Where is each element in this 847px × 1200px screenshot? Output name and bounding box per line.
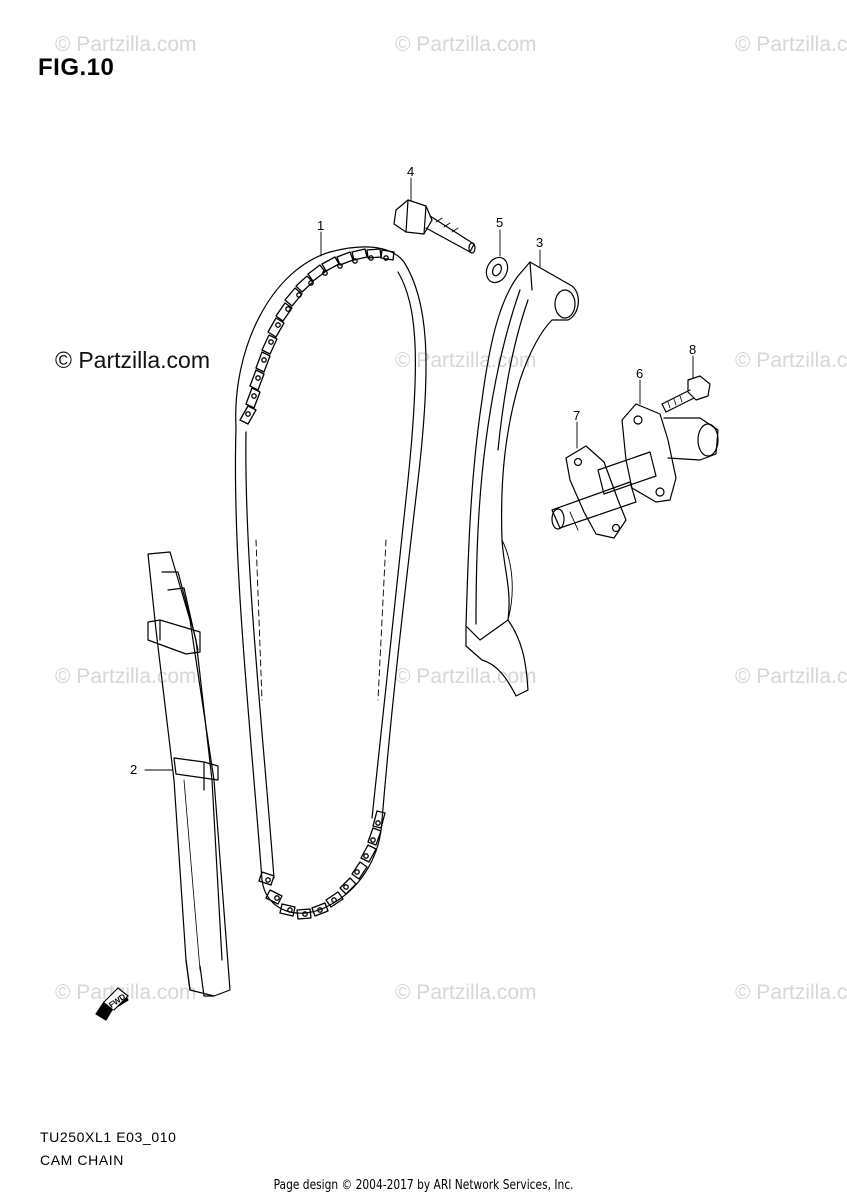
callout-3: 3	[536, 235, 543, 250]
washer[interactable]	[482, 254, 511, 286]
cam-chain-guide-front[interactable]	[147, 551, 231, 997]
watermark: © Partzilla.com	[735, 349, 847, 372]
cam-chain-tensioner-arm[interactable]	[465, 261, 579, 697]
callout-5: 5	[496, 215, 503, 230]
tensioner-gasket[interactable]	[565, 445, 627, 539]
forward-arrow	[95, 987, 129, 1021]
callout-6: 6	[636, 366, 643, 381]
watermark: © Partzilla.com	[395, 33, 537, 56]
callout-7: 7	[573, 408, 580, 423]
watermark: © Partzilla.com	[55, 33, 197, 56]
adjuster-bolt[interactable]	[661, 375, 711, 413]
diagram-name: CAM CHAIN	[40, 1152, 124, 1168]
chain-tensioner-adjuster[interactable]	[551, 403, 719, 531]
cam-chain[interactable]	[234, 246, 427, 920]
copyright-watermark: © Partzilla.com	[55, 347, 210, 373]
watermark: © Partzilla.com	[395, 981, 537, 1004]
watermark: © Partzilla.com	[735, 981, 847, 1004]
watermark: © Partzilla.com	[735, 33, 847, 56]
pivot-bolt[interactable]	[393, 199, 476, 254]
callout-4: 4	[407, 164, 414, 179]
callout-2: 2	[130, 762, 137, 777]
callout-8: 8	[689, 342, 696, 357]
callout-leaders	[144, 177, 694, 771]
callout-1: 1	[317, 218, 324, 233]
page-footer: Page design © 2004-2017 by ARI Network S…	[273, 1178, 574, 1193]
watermark: © Partzilla.com	[735, 665, 847, 688]
diagram-reference-code: TU250XL1 E03_010	[40, 1129, 177, 1145]
watermark: © Partzilla.com	[55, 981, 197, 1004]
figure-title: FIG.10	[38, 54, 115, 81]
watermark: © Partzilla.com	[395, 665, 537, 688]
